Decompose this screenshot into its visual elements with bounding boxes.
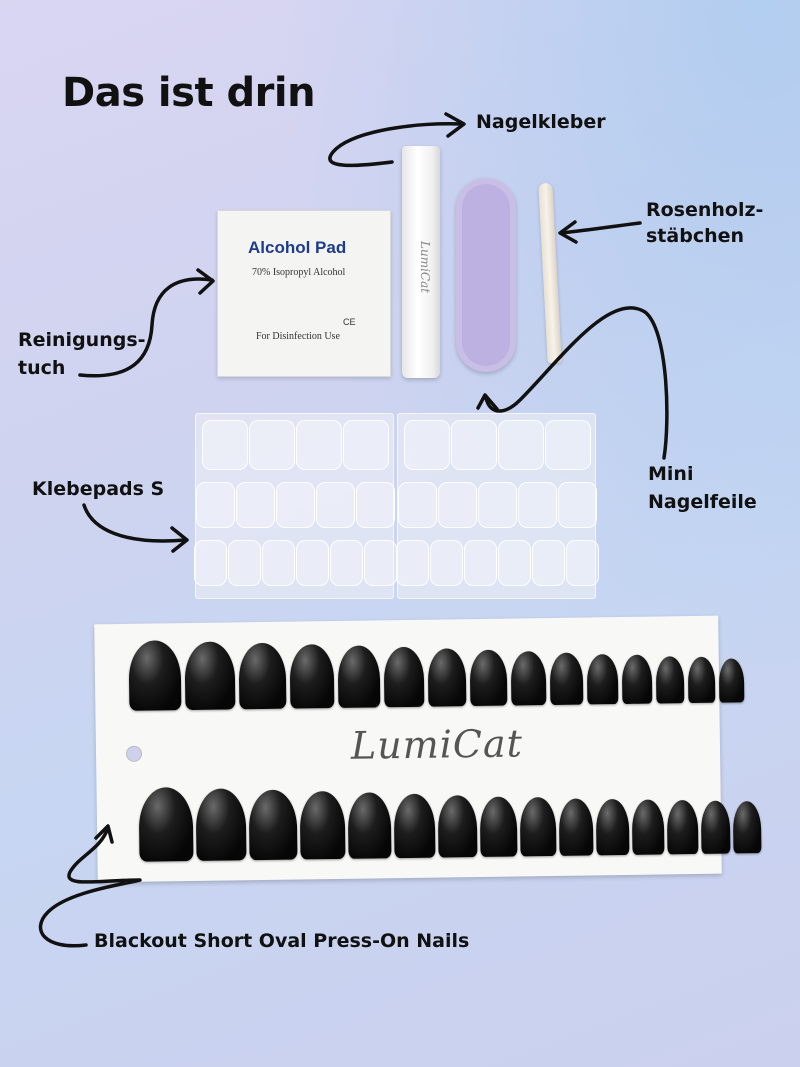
- adhesive-pad: [430, 540, 463, 586]
- adhesive-pad: [518, 482, 557, 528]
- adhesive-pad: [343, 420, 389, 470]
- alcohol-pad-packet: Alcohol Pad 70% Isopropyl Alcohol CE For…: [217, 210, 391, 377]
- arrow-rosenholz: [559, 221, 642, 235]
- page-heading: Das ist drin: [62, 70, 316, 116]
- wipe-title: Alcohol Pad: [248, 238, 347, 257]
- label-nails: Blackout Short Oval Press-On Nails: [94, 930, 470, 952]
- adhesive-pad: [330, 540, 363, 586]
- adhesive-pad: [532, 540, 565, 586]
- adhesive-pad: [296, 540, 329, 586]
- adhesive-pad: [451, 420, 497, 470]
- adhesive-pad: [296, 420, 342, 470]
- arrow-feile: [484, 306, 669, 460]
- label-reinigung-line2: tuch: [18, 357, 66, 379]
- adhesive-pad: [356, 482, 395, 528]
- arrow-nails: [38, 826, 142, 948]
- wipe-ce-mark: CE: [343, 317, 356, 327]
- adhesive-pad: [262, 540, 295, 586]
- adhesive-pad: [194, 540, 227, 586]
- arrow-nagelkleber: [328, 121, 464, 168]
- adhesive-pad-sheet-left: [194, 413, 397, 599]
- adhesive-pad: [316, 482, 355, 528]
- adhesive-pad-sheet-right: [396, 413, 599, 599]
- adhesive-pad: [498, 420, 544, 470]
- label-reinigung-line1: Reinigungs-: [18, 329, 146, 351]
- adhesive-pad: [249, 420, 295, 470]
- arrow-nails-head: [94, 824, 114, 844]
- adhesive-pad: [558, 482, 597, 528]
- adhesive-pad: [478, 482, 517, 528]
- arrow-feile-head: [476, 393, 499, 411]
- arrow-klebepads: [82, 503, 187, 543]
- adhesive-pad: [276, 482, 315, 528]
- mini-nail-file: [456, 178, 516, 372]
- adhesive-pad: [196, 482, 235, 528]
- label-nagelfeile: Nagelfeile: [648, 491, 757, 513]
- arrow-reinigung-head: [196, 268, 215, 295]
- adhesive-pad: [202, 420, 248, 470]
- adhesive-pad: [398, 482, 437, 528]
- adhesive-pad: [404, 420, 450, 470]
- arrow-rosenholz-head: [558, 220, 578, 244]
- adhesive-pad: [438, 482, 477, 528]
- adhesive-pad: [236, 482, 275, 528]
- adhesive-pad: [228, 540, 261, 586]
- label-rosenholz-line2: stäbchen: [646, 225, 745, 247]
- label-mini: Mini: [648, 463, 694, 485]
- nail-glue-tube: LumiCat: [402, 146, 440, 378]
- adhesive-pad: [364, 540, 397, 586]
- label-klebepads: Klebepads S: [32, 478, 165, 500]
- arrow-klebepads-head: [170, 526, 189, 553]
- adhesive-pad: [396, 540, 429, 586]
- adhesive-pad: [464, 540, 497, 586]
- wipe-subtitle: 70% Isopropyl Alcohol: [252, 267, 346, 278]
- adhesive-pad: [566, 540, 599, 586]
- label-nagelkleber: Nagelkleber: [476, 111, 606, 133]
- adhesive-pad: [498, 540, 531, 586]
- label-rosenholz-line1: Rosenholz-: [646, 199, 764, 221]
- arrow-reinigung: [78, 277, 214, 378]
- wipe-usage: For Disinfection Use: [256, 331, 340, 342]
- arrow-nagelkleber-head: [444, 112, 466, 138]
- adhesive-pad: [545, 420, 591, 470]
